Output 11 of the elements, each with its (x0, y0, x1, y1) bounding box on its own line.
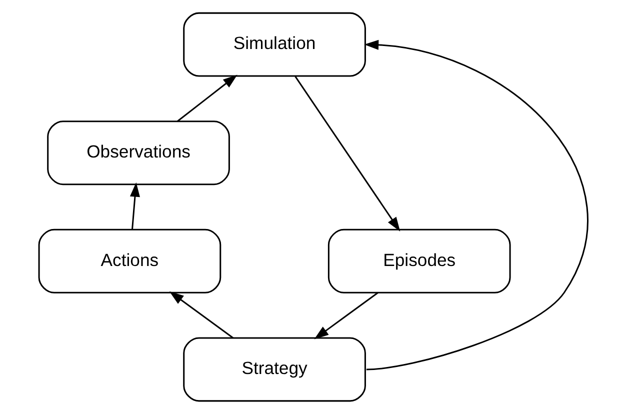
node-box: Strategy (183, 337, 366, 402)
node-box: Episodes (328, 228, 511, 294)
node-box: Simulation (183, 12, 366, 77)
arrow (364, 40, 588, 370)
arrow (314, 292, 378, 340)
arrow (294, 76, 400, 232)
arrow (177, 74, 238, 122)
arrow (130, 182, 140, 230)
arrow (169, 291, 234, 338)
node-box: Actions (38, 228, 222, 294)
node-box: Observations (47, 120, 230, 186)
